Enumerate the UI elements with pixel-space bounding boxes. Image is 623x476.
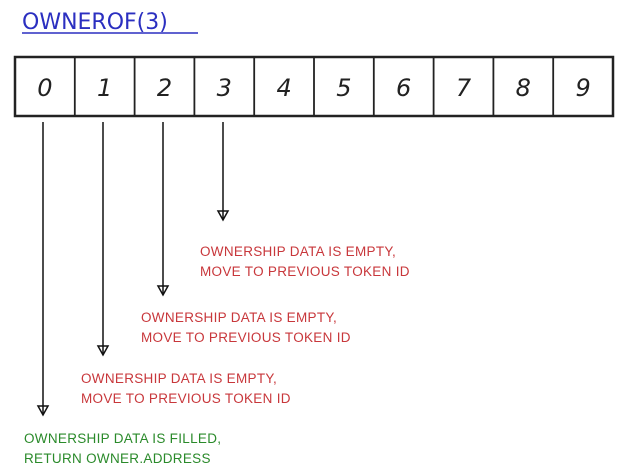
arrow-head-icon bbox=[216, 210, 230, 222]
arrow-head-icon bbox=[36, 405, 50, 417]
cell-4: 4 bbox=[276, 74, 291, 102]
title: OWNEROF(3) bbox=[22, 10, 168, 35]
cell-0: 0 bbox=[37, 74, 52, 102]
note-1-line2: MOVE TO PREVIOUS TOKEN ID bbox=[81, 391, 291, 406]
cell-5: 5 bbox=[336, 74, 351, 102]
arrow-head-icon bbox=[156, 285, 170, 297]
cell-1: 1 bbox=[97, 74, 112, 102]
note-2-line2: MOVE TO PREVIOUS TOKEN ID bbox=[141, 330, 351, 345]
note-0-line2: RETURN OWNER.ADDRESS bbox=[24, 451, 211, 466]
cell-6: 6 bbox=[396, 74, 411, 102]
cell-9: 9 bbox=[575, 74, 590, 102]
note-3-line2: MOVE TO PREVIOUS TOKEN ID bbox=[200, 264, 410, 279]
note-0-line1: OWNERSHIP DATA IS FILLED, bbox=[24, 431, 221, 446]
cell-7: 7 bbox=[456, 74, 472, 102]
cell-8: 8 bbox=[516, 74, 531, 102]
cell-2: 2 bbox=[157, 74, 172, 102]
arrow-head-icon bbox=[96, 345, 110, 357]
note-2-line1: OWNERSHIP DATA IS EMPTY, bbox=[141, 310, 337, 325]
cell-3: 3 bbox=[217, 74, 232, 102]
note-1-line1: OWNERSHIP DATA IS EMPTY, bbox=[81, 371, 277, 386]
note-3-line1: OWNERSHIP DATA IS EMPTY, bbox=[200, 244, 396, 259]
